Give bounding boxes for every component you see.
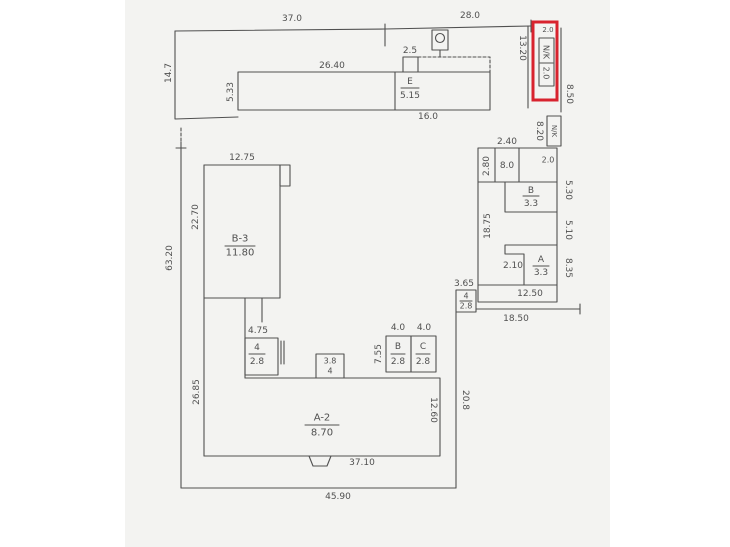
highlighted-room-value: 2.0 <box>542 67 551 80</box>
small-mid-room-area: 4 <box>327 367 332 376</box>
small-nk-room-dim: 2.0 <box>542 156 555 165</box>
small-left-room-door <box>280 340 285 365</box>
link-box-dim: 3.65 <box>454 279 474 289</box>
dim-top-left-label: 37.0 <box>282 14 302 24</box>
small-nk-room-outline <box>546 115 562 147</box>
left-total-dimension-line <box>175 141 187 489</box>
right-column: 13.20 2.0 N/K 2.0 8.50 N/K 8.20 2.0 <box>517 20 574 165</box>
bottom-block: 26.85 12.60 A-2 8.70 37.10 20.8 45.90 <box>180 311 470 502</box>
link-box-area: 2.8 <box>460 302 473 311</box>
room-b-walls <box>504 181 558 213</box>
room-c-area: 2.8 <box>416 357 431 367</box>
room-b3-area: 11.80 <box>226 248 255 259</box>
bottom-left-dim: 26.85 <box>192 379 202 405</box>
bottom-inner-dim: 37.10 <box>349 458 375 468</box>
entrance-step <box>308 455 332 467</box>
right-side-dim-label: 8.50 <box>564 84 574 104</box>
small-nk-room-label: N/K <box>550 125 558 138</box>
wing-left-lower-dim: 18.75 <box>483 213 493 239</box>
room-b-label: B <box>395 342 401 352</box>
dim-depth-label: 14.7 <box>164 63 174 83</box>
room-e-label: E <box>407 77 413 87</box>
top-left-wall <box>174 30 239 120</box>
wing-right-upper-dim: 5.30 <box>563 180 573 200</box>
corridor-gap-dim: 4.75 <box>248 326 268 336</box>
bottom-outer-dim: 45.90 <box>325 492 351 502</box>
room-b3-side-dim: 22.70 <box>191 204 201 230</box>
highlighted-room-outline <box>538 37 555 87</box>
right-wing: 2.80 2.40 8.0 B 3.3 5.30 18.75 5.10 2.10… <box>454 137 581 324</box>
top-block: 37.0 28.0 14.7 26.40 5.33 2.5 E 5.15 16.… <box>164 11 532 122</box>
right-lower-dim-label: 8.20 <box>534 121 544 141</box>
room-length-label: 26.40 <box>319 61 345 71</box>
wing-room-b-label: B <box>528 186 534 196</box>
wing-room-b-area: 3.3 <box>524 199 538 209</box>
highlighted-room-label: N/K <box>542 45 551 60</box>
small-left-room-label: 4 <box>254 343 260 353</box>
link-box-outline <box>455 289 477 313</box>
small-annex-box <box>402 56 419 73</box>
room-b3-label: B-3 <box>232 234 249 245</box>
annex-dim-label: 2.5 <box>403 46 417 56</box>
wing-bottom-outer-dim: 18.50 <box>503 314 529 324</box>
left-block: 63.20 12.75 22.70 B-3 11.80 4.75 4 2.8 3… <box>165 127 437 489</box>
circle-icon <box>434 32 446 44</box>
left-total-height-dim: 63.20 <box>165 245 175 271</box>
dim-top-right-label: 28.0 <box>460 11 480 21</box>
wing-right-lower-dim: 8.35 <box>563 258 573 278</box>
room-e-area: 5.15 <box>400 91 420 101</box>
right-height-label: 13.20 <box>517 35 527 61</box>
room-a2-area: 8.70 <box>311 428 333 439</box>
wing-left-upper-dim: 2.80 <box>482 156 492 176</box>
room-b3-notch <box>279 164 291 187</box>
small-mid-room-label: 3.8 <box>324 357 337 366</box>
wing-bottom-dimension-line <box>475 303 581 315</box>
small-left-room-area: 2.8 <box>250 357 265 367</box>
wing-bottom-inner-dim: 12.50 <box>517 289 543 299</box>
wing-small-room-dim: 2.40 <box>497 137 517 147</box>
room-a-walls <box>504 244 558 286</box>
wing-right-middle-dim: 5.10 <box>563 220 573 240</box>
room-b3-top-dim: 12.75 <box>229 153 255 163</box>
rooms-depth-dim: 7.55 <box>374 344 384 364</box>
room-part-length-label: 16.0 <box>418 112 438 122</box>
wing-room-a-label: A <box>538 255 545 265</box>
room-c-label: C <box>420 342 426 352</box>
link-box-label: 4 <box>463 292 468 301</box>
bottom-right-outer-dim: 20.8 <box>460 390 470 410</box>
small-left-room-outline <box>244 337 279 376</box>
wing-small-room-area: 8.0 <box>500 161 515 171</box>
room-depth-label: 5.33 <box>226 82 236 102</box>
room-c-top-dim: 4.0 <box>417 323 432 333</box>
room-b3-outline <box>203 164 281 299</box>
wing-room-a-area: 3.3 <box>534 268 548 278</box>
highlight-box <box>531 20 559 102</box>
room-a2-label: A-2 <box>314 413 331 424</box>
bottom-right-inner-dim: 12.60 <box>428 397 438 423</box>
wing-notch-dim: 2.10 <box>503 261 523 271</box>
highlight-top-dim: 2.0 <box>542 26 553 34</box>
annex-dashed-outline <box>417 56 491 73</box>
room-c-outline <box>410 335 437 373</box>
room-b-top-dim: 4.0 <box>391 323 406 333</box>
room-b-area: 2.8 <box>391 357 406 367</box>
